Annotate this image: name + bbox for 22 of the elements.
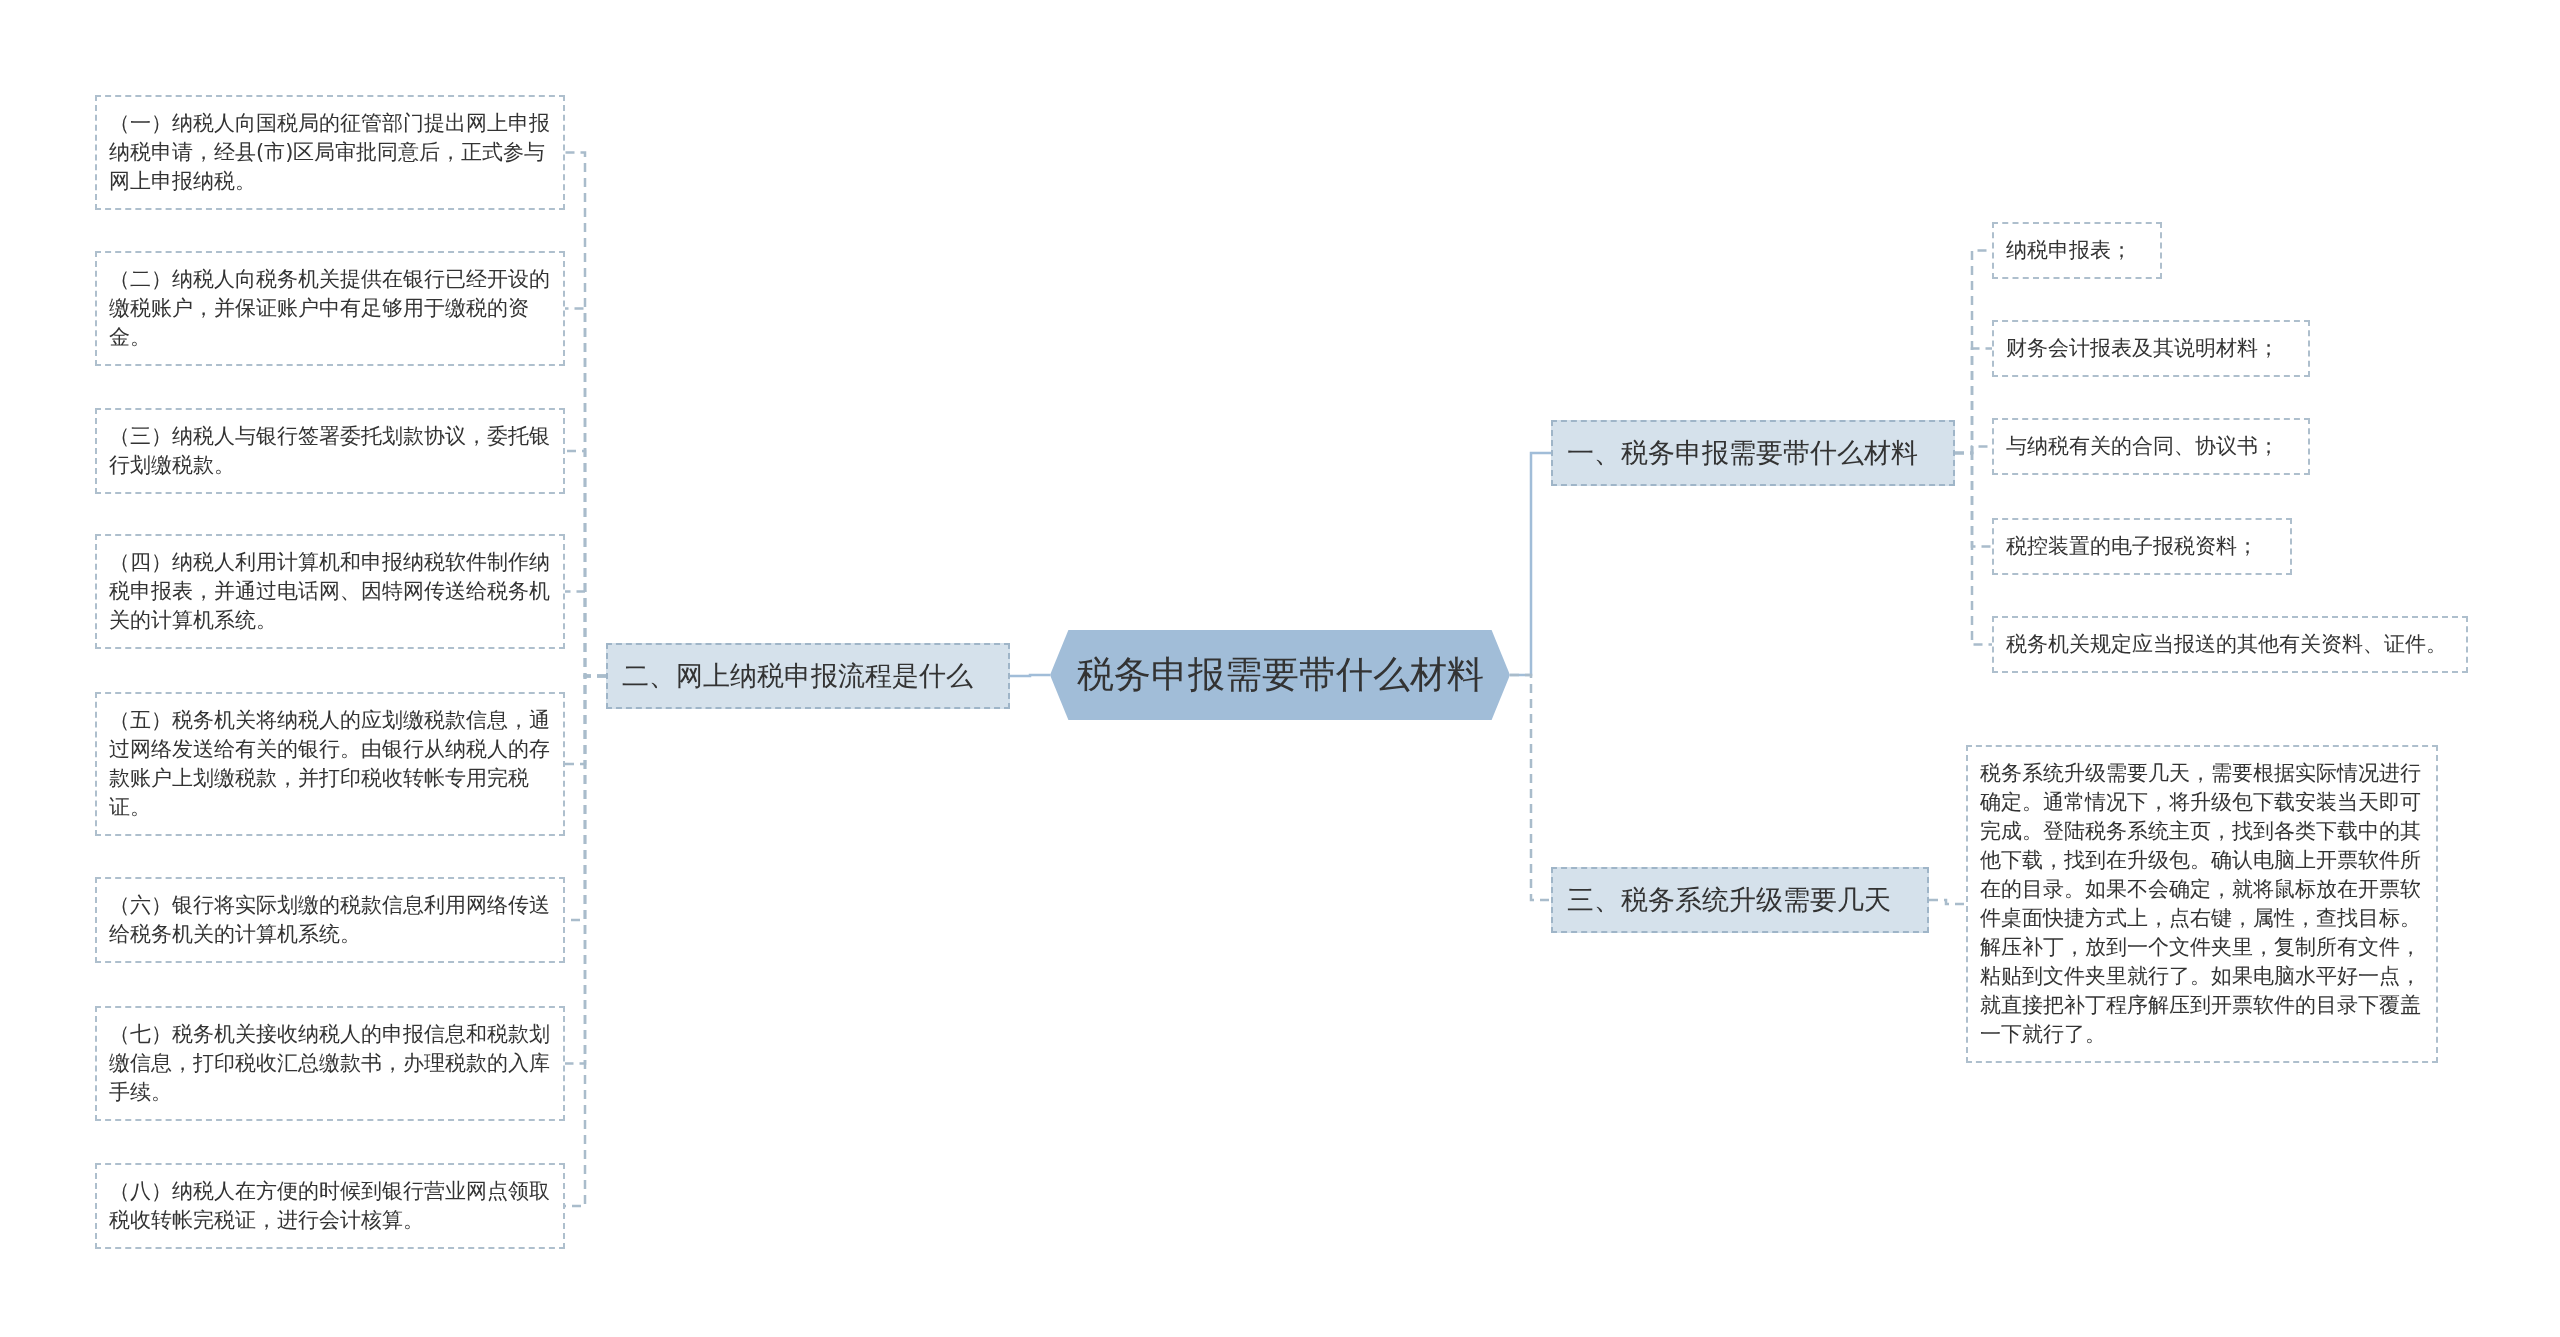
subtopic-box: （三）纳税人与银行签署委托划款协议，委托银行划缴税款。 — [95, 408, 565, 494]
topic-box: 三、税务系统升级需要几天 — [1551, 867, 1929, 933]
subtopic-box: （八）纳税人在方便的时候到银行营业网点领取税收转帐完税证，进行会计核算。 — [95, 1163, 565, 1249]
connector-line — [1510, 673, 1551, 902]
subtopic-box: （六）银行将实际划缴的税款信息利用网络传送给税务机关的计算机系统。 — [95, 877, 565, 963]
connector-line — [1010, 673, 1050, 678]
subtopic-box: 税务机关规定应当报送的其他有关资料、证件。 — [1992, 616, 2468, 673]
topic-box: 二、网上纳税申报流程是什么 — [606, 643, 1010, 709]
subtopic-box: （一）纳税人向国税局的征管部门提出网上申报纳税申请，经县(市)区局审批同意后，正式参与网上申报纳税。 — [95, 95, 565, 210]
subtopic-box: （五）税务机关将纳税人的应划缴税款信息，通过网络发送给有关的银行。由银行从纳税人的存款账户上划缴税款，并打印税收转帐专用完税证。 — [95, 692, 565, 836]
subtopic-box: 税务系统升级需要几天，需要根据实际情况进行确定。通常情况下，将升级包下载安装当天即可完成。登陆税务系统主页，找到各类下载中的其他下载，找到在升级包。确认电脑上开票软件所在的目录。如果不会确定，就将鼠标放在开票软件桌面快捷方式上，点右键，属性，查找目标。解压补丁，放到一个文件夹里，复制所有文件，粘贴到文件夹里就行了。如果电脑水平好一点，就直接把补丁程序解压到开票软件的目录下覆盖一下就行了。 — [1966, 745, 2438, 1063]
topic-box: 一、税务申报需要带什么材料 — [1551, 420, 1955, 486]
connector-line — [1955, 451, 1992, 646]
subtopic-box: （七）税务机关接收纳税人的申报信息和税款划缴信息，打印税收汇总缴款书，办理税款的入库手续。 — [95, 1006, 565, 1121]
subtopic-box: 税控装置的电子报税资料； — [1992, 518, 2292, 575]
subtopic-box: （二）纳税人向税务机关提供在银行已经开设的缴税账户，并保证账户中有足够用于缴税的资金。 — [95, 251, 565, 366]
subtopic-box: （四）纳税人利用计算机和申报纳税软件制作纳税申报表，并通过电话网、因特网传送给税务机关的计算机系统。 — [95, 534, 565, 649]
subtopic-box: 纳税申报表； — [1992, 222, 2162, 279]
connector-line — [1929, 898, 1966, 906]
subtopic-box: 与纳税有关的合同、协议书； — [1992, 418, 2310, 475]
subtopic-box: 财务会计报表及其说明材料； — [1992, 320, 2310, 377]
topic-text: 税务申报需要带什么材料 — [1076, 653, 1484, 696]
